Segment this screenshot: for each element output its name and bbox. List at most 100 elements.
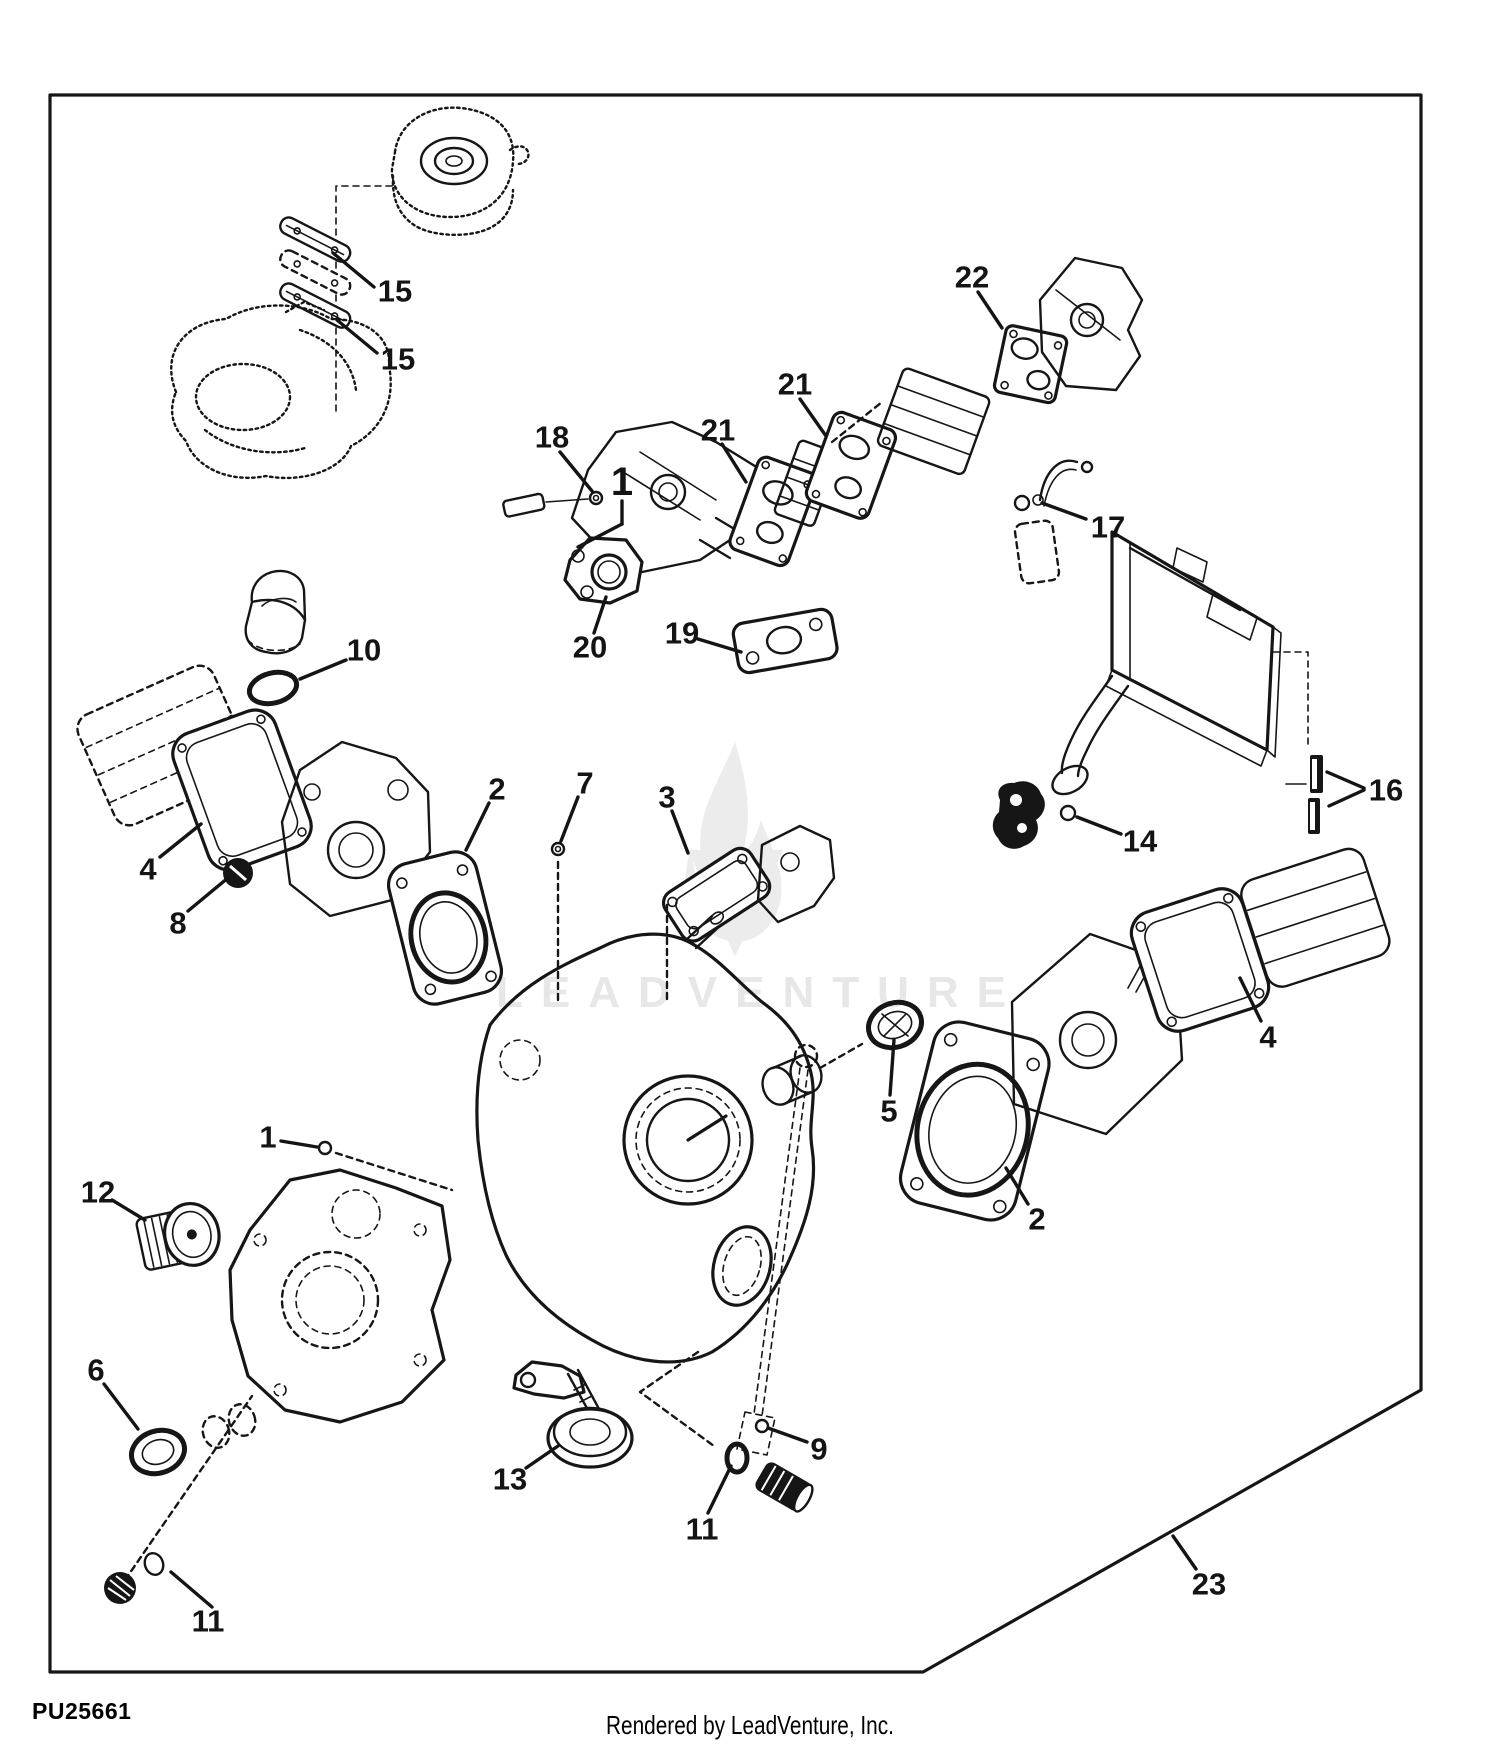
plug-8 [223,858,253,888]
air-cleaner [390,106,530,236]
leader-line-7 [559,795,580,843]
callout-23: 23 [1192,1567,1226,1602]
callout-21: 21 [701,413,735,448]
muffler-phantom [170,300,392,480]
diagram-frame [48,93,1423,1674]
leader-line-2 [1004,1166,1030,1206]
leader-line-1 [279,1139,319,1149]
footer-credit: Rendered by LeadVenture, Inc. [606,1710,894,1740]
callout-7: 7 [576,766,593,801]
leader-line-4 [158,822,203,859]
leader-line-18 [558,450,594,493]
leader-line-1 [576,522,624,549]
leader-line-22 [976,290,1004,330]
footer-credit-wrap: Rendered by LeadVenture, Inc. [0,1710,1500,1741]
finned-block [876,367,991,476]
mounting-pins-16 [1272,651,1323,834]
valve-cover-gasket-4-right [1129,887,1271,1033]
radiator [1105,530,1282,767]
leader-line-6 [102,1382,140,1431]
callout-1: 1 [611,460,633,504]
cylinder-head-right [1010,925,1184,1136]
callout-13: 13 [493,1462,527,1497]
dipstick-phantom [736,1043,819,1456]
callout-20: 20 [573,630,607,665]
leader-line-17 [1040,501,1088,521]
callout-3: 3 [658,780,675,815]
thermostat-14 [992,781,1077,849]
leader-line-13 [524,1444,560,1470]
leader-line-5 [888,1038,896,1097]
leader-line-15 [335,318,379,355]
callout-8: 8 [169,906,186,941]
callout-11: 11 [192,1604,225,1639]
phantom-line-exhaust [830,400,884,444]
callout-22: 22 [955,260,989,295]
plug-knurled [755,1462,814,1513]
o-ring-11-center [724,1441,750,1475]
phantom-line-11 [638,1350,716,1448]
crank-seal-5 [866,999,924,1051]
phantom-line-5 [818,1042,864,1070]
water-flange-20 [563,536,644,605]
callout-4: 4 [1259,1020,1277,1055]
head-gasket-2-left [386,850,504,1006]
oil-filler-cap [244,569,307,655]
timing-cover [228,1168,452,1424]
gasket-19 [731,607,839,675]
leader-line-14 [1075,815,1123,836]
bushing [761,1054,823,1106]
crankcase [475,911,816,1364]
recovery-tank-phantom [1013,519,1061,585]
leader-line-11 [169,1570,214,1609]
head-gasket-2-right [898,1020,1051,1222]
overflow-hose-17 [1013,459,1094,512]
seal-6 [129,1427,187,1477]
leader-line-16 [1327,788,1366,808]
oil-pickup-13 [512,1360,634,1469]
leader-line-2 [464,801,491,852]
leader-line-9 [766,1426,809,1444]
drain-plug-11 [104,1552,165,1604]
exhaust-gasket-22 [992,324,1069,405]
callout-9: 9 [810,1432,827,1467]
callout-12: 12 [81,1175,115,1210]
o-ring-10 [246,669,300,707]
cylinder-head-left [280,740,432,918]
phantom-line-1 [334,1151,454,1192]
leader-line-11 [706,1464,733,1515]
callout-15: 15 [381,342,415,377]
leader-line-12 [110,1198,147,1222]
valve-cover-right [1240,847,1391,988]
leader-line-4 [1238,976,1263,1023]
phantom-line-air-cleaner [335,185,393,416]
callout-2: 2 [1028,1202,1045,1237]
callout-15: 15 [378,274,412,309]
drawing-number: PU25661 [32,1698,132,1724]
bolt-7 [550,841,566,1002]
lower-hose [1051,674,1130,796]
bolt-18 [502,490,604,518]
callout-11: 11 [686,1512,719,1547]
phantom-line-6 [123,1394,254,1582]
callout-4: 4 [139,852,157,887]
callout-1: 1 [259,1120,276,1155]
callout-6: 6 [87,1353,104,1388]
callout-2: 2 [488,772,505,807]
spacer-phantom [201,1403,257,1449]
callout-10: 10 [347,633,381,668]
leader-line-15 [331,251,376,289]
leader-line-8 [186,875,231,913]
leader-line-20 [592,595,608,635]
thermostat-cover [756,824,836,924]
leader-line-3 [670,809,690,855]
watermark-text: LEADVENTURE [496,968,1024,1017]
callout-17: 17 [1091,510,1125,545]
callout-5: 5 [880,1094,897,1129]
leader-line-19 [696,637,743,654]
callout-19: 19 [665,616,699,651]
callout-16: 16 [1369,773,1403,808]
